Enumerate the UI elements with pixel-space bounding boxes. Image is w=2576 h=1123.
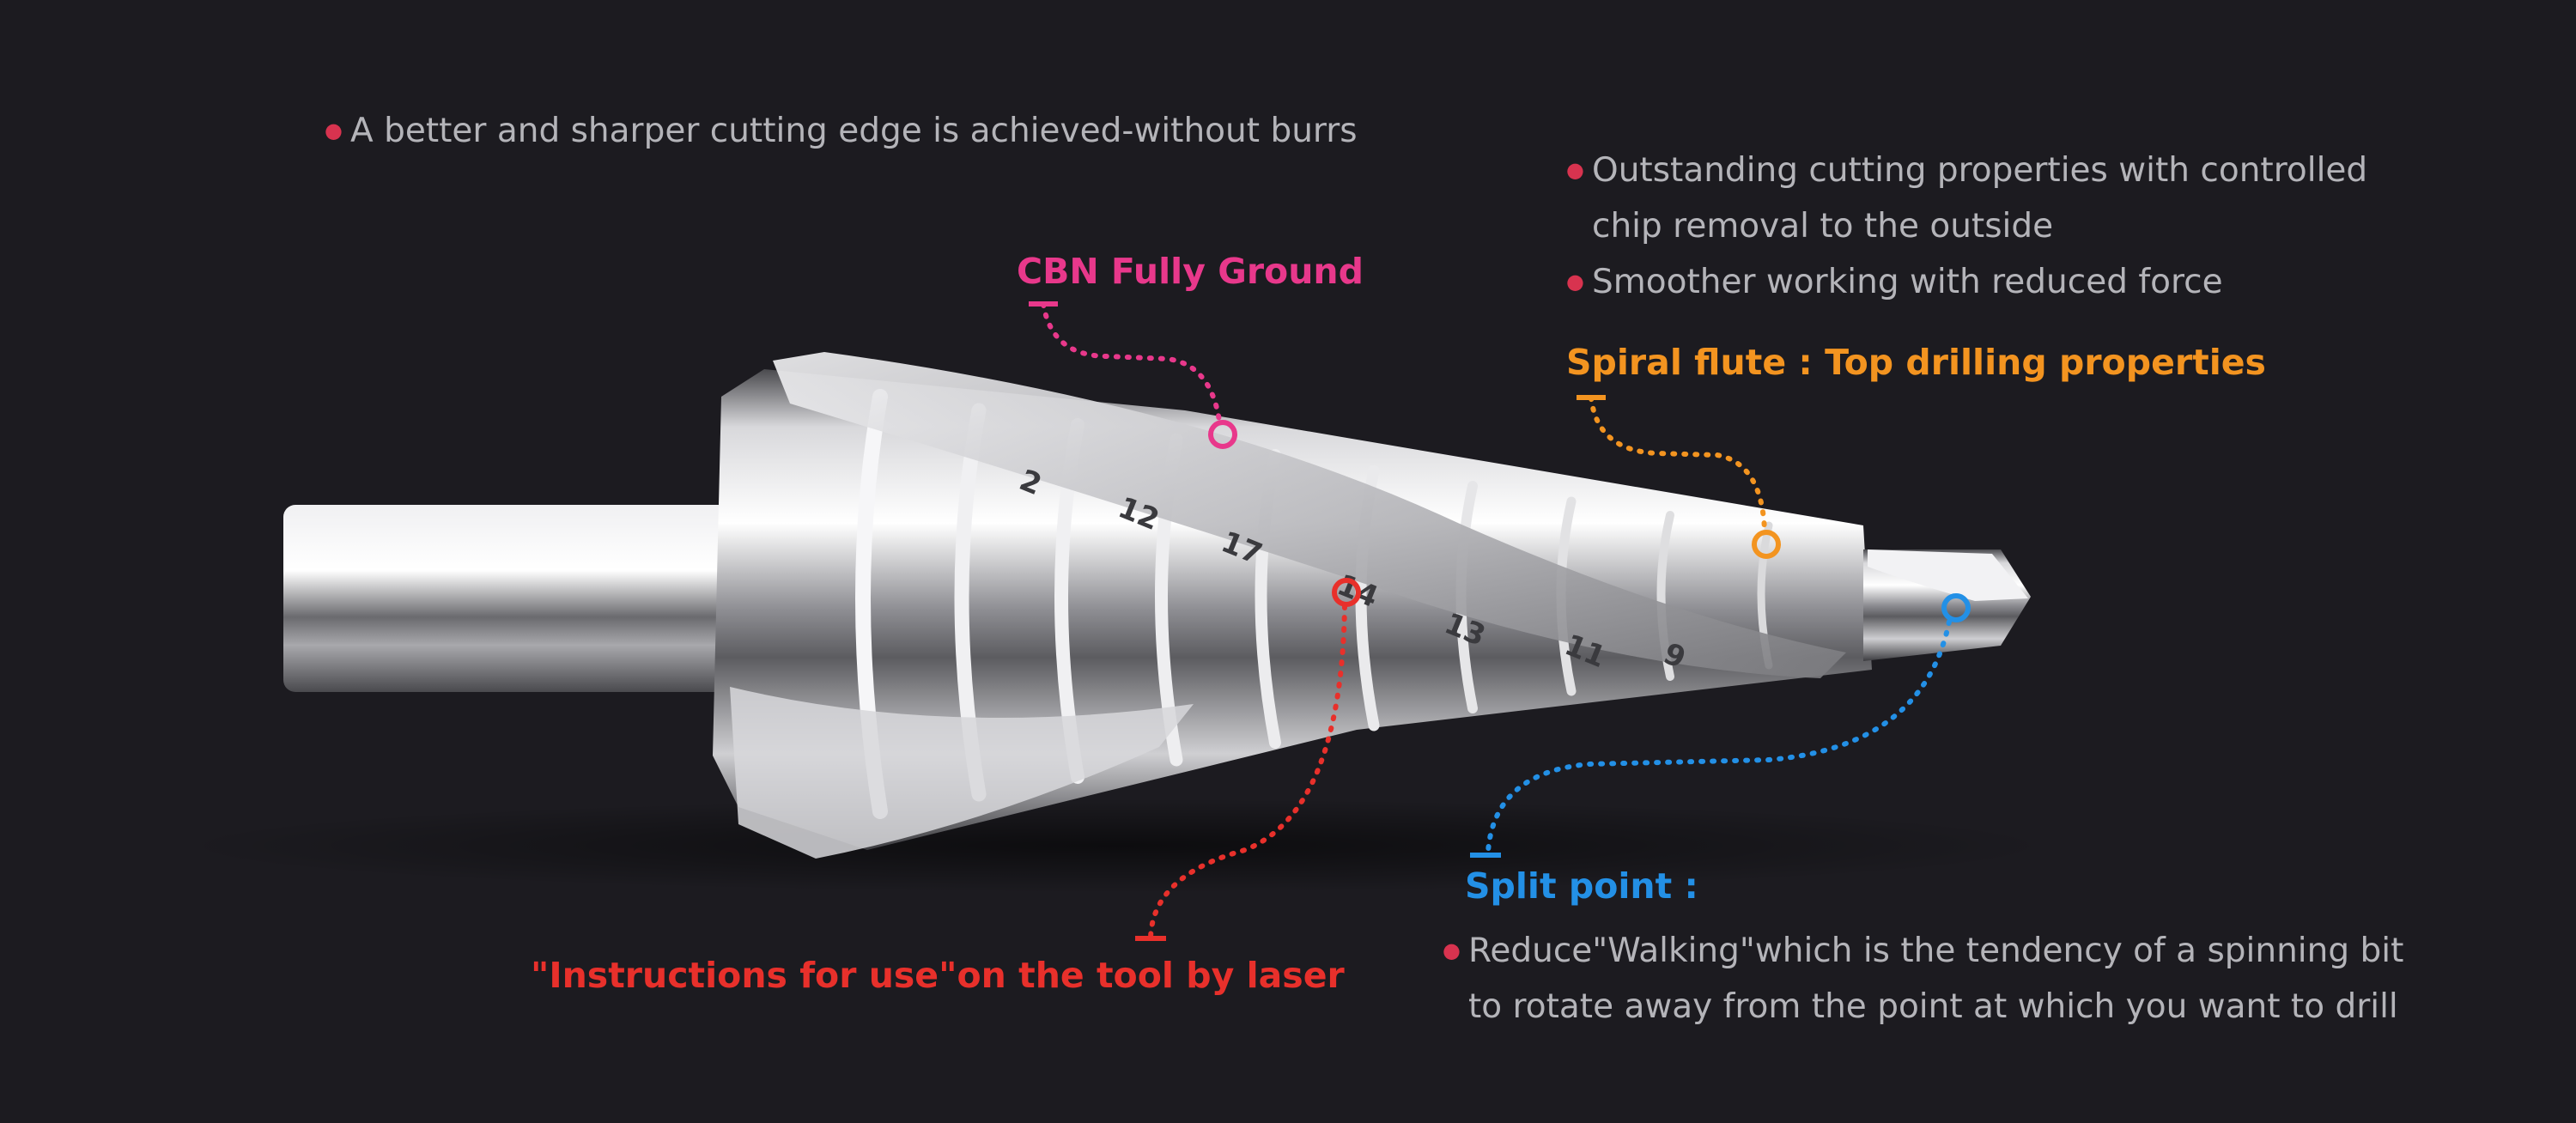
note-text: Reduce"Walking"which is the tendency of … xyxy=(1468,932,2404,970)
note-text: Outstanding cutting properties with cont… xyxy=(1592,151,2368,190)
callout-label-split: Split point : xyxy=(1465,865,1698,907)
note-line: chip removal to the outside xyxy=(1592,198,2367,254)
bullet-dot: ● xyxy=(1443,938,1461,962)
note-line: ● Reduce"Walking"which is the tendency o… xyxy=(1443,923,2404,979)
drill-shadow xyxy=(172,798,2061,893)
bullet-dot: ● xyxy=(1566,158,1584,182)
callout-leader-split xyxy=(1470,593,1971,858)
note-text: to rotate away from the point at which y… xyxy=(1468,987,2398,1026)
drill-shank xyxy=(283,505,730,692)
note-top-right: ● Outstanding cutting properties with co… xyxy=(1566,143,2368,310)
spiral-flute xyxy=(773,352,1846,678)
callout-label-instructions: "Instructions for use"on the tool by las… xyxy=(531,955,1345,996)
note-line: ● A better and sharper cutting edge is a… xyxy=(325,103,1358,159)
callout-label-spiral: Spiral flute : Top drilling properties xyxy=(1566,342,2266,383)
bullet-dot: ● xyxy=(1566,270,1584,294)
callout-label-cbn: CBN Fully Ground xyxy=(1017,251,1364,292)
note-line: ● Smoother working with reduced force xyxy=(1566,254,2367,310)
callout-leader-cbn xyxy=(1029,301,1237,449)
callout-leader-spiral xyxy=(1577,395,1781,559)
note-text: chip removal to the outside xyxy=(1592,207,2054,246)
step-drill-bit: 2 12 17 14 13 11 9 xyxy=(283,352,2031,859)
note-text: A better and sharper cutting edge is ach… xyxy=(350,112,1358,150)
note-top-left: ● A better and sharper cutting edge is a… xyxy=(325,103,1358,159)
bullet-dot: ● xyxy=(325,118,343,143)
lower-flute xyxy=(730,687,1194,859)
note-line: ● Outstanding cutting properties with co… xyxy=(1566,143,2368,198)
note-line: to rotate away from the point at which y… xyxy=(1468,979,2403,1035)
tip-flute xyxy=(1868,549,2028,601)
callout-leader-instructions xyxy=(1135,578,1361,943)
note-text: Smoother working with reduced force xyxy=(1592,263,2223,301)
note-bottom-right: ● Reduce"Walking"which is the tendency o… xyxy=(1443,923,2404,1035)
